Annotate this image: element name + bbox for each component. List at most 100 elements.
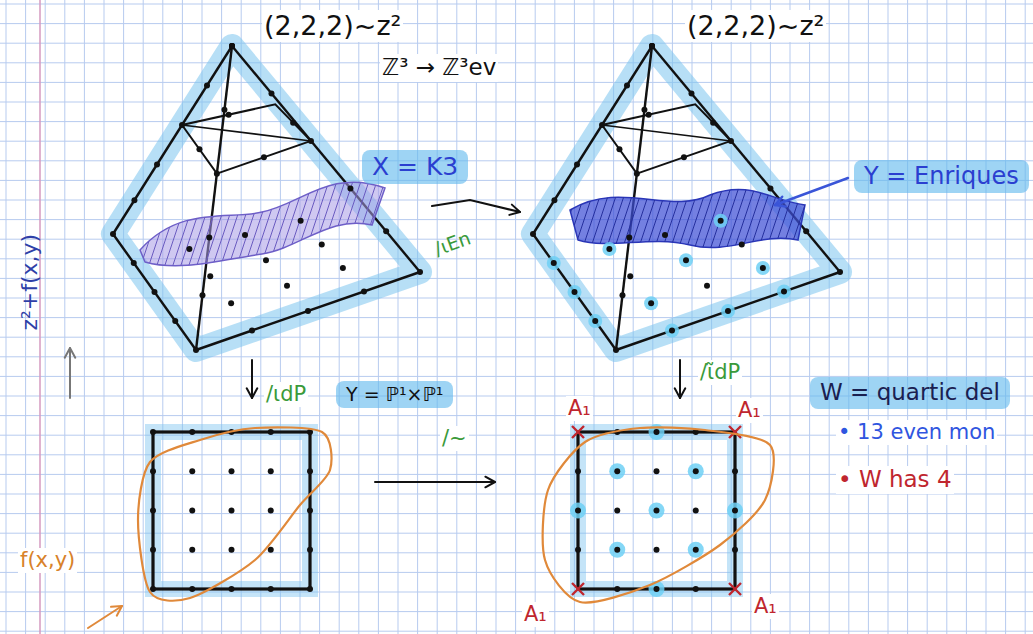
- lattice-point: [574, 161, 580, 167]
- highlight: [153, 432, 310, 589]
- hatch-line: [660, 160, 700, 280]
- grid-line: [515, 0, 516, 634]
- lattice-point: [649, 43, 655, 49]
- lattice-point: [268, 429, 274, 435]
- arrow-line: [251, 360, 253, 398]
- lattice-point: [693, 468, 699, 474]
- curve-f: [138, 427, 331, 600]
- highlighted-point: [665, 324, 679, 338]
- lattice-point: [626, 235, 632, 241]
- square-outline: [578, 432, 735, 589]
- lattice-point: [616, 146, 622, 152]
- lattice-point: [614, 547, 620, 553]
- hatch-line: [256, 160, 296, 280]
- annotation: /ι̃dP: [698, 360, 742, 385]
- lattice-point: [627, 273, 633, 279]
- lattice-point: [606, 246, 612, 252]
- hatch-line: [732, 160, 772, 280]
- highlighted-point: [609, 463, 625, 479]
- lattice-point: [781, 289, 787, 295]
- lattice-point: [229, 586, 235, 592]
- lattice-point: [154, 161, 160, 167]
- lattice-point: [189, 508, 195, 514]
- lattice-point: [172, 318, 178, 324]
- lattice-point: [229, 43, 235, 49]
- hatch-line: [320, 160, 360, 280]
- lattice-point: [186, 246, 192, 252]
- singular-point-cross: [572, 583, 584, 595]
- lattice-points: [110, 43, 423, 353]
- grid-line: [417, 0, 418, 634]
- lattice-point: [693, 547, 699, 553]
- lattice-point: [361, 289, 367, 295]
- annotation: f(x,y): [18, 548, 77, 573]
- arrow-line: [375, 481, 495, 483]
- hatch-line: [240, 160, 280, 280]
- arrow-head: [509, 205, 520, 215]
- grid-line: [0, 23, 1033, 24]
- grid-line: [927, 0, 928, 634]
- hatch-line: [620, 160, 660, 280]
- grid-line: [0, 141, 1033, 142]
- hatch-line: [288, 160, 328, 280]
- arrow-line: [679, 360, 681, 398]
- lattice-point: [150, 508, 156, 514]
- lattice-point: [614, 586, 620, 592]
- lattice-point: [551, 197, 557, 203]
- grid-line: [0, 611, 1033, 612]
- grid-line: [986, 0, 987, 634]
- hatch-line: [192, 160, 232, 280]
- grid-line: [1025, 0, 1026, 634]
- annotation: /ιEn: [429, 226, 475, 261]
- grid-line: [0, 415, 1033, 416]
- lattice-point: [767, 185, 773, 191]
- lattice-point: [340, 265, 346, 271]
- grid-line: [123, 0, 124, 634]
- highlighted-point: [609, 542, 625, 558]
- lattice-point: [688, 90, 694, 96]
- highlighted-point: [602, 242, 616, 256]
- lattice-point: [284, 283, 290, 289]
- grid-line: [143, 0, 144, 634]
- grid-line: [0, 43, 1033, 44]
- lattice-point: [268, 468, 274, 474]
- lattice-point: [307, 547, 313, 553]
- lattice-point: [803, 228, 809, 234]
- grid-line: [241, 0, 242, 634]
- section-line: [602, 125, 731, 141]
- highlighted-point: [727, 503, 743, 519]
- hatch-line: [588, 160, 628, 280]
- lattice-point: [305, 308, 311, 314]
- hatch-line: [764, 160, 804, 280]
- grid-line: [0, 121, 1033, 122]
- lattice-point: [728, 138, 734, 144]
- hatch-line: [128, 160, 168, 280]
- lattice-point: [704, 283, 710, 289]
- annotation: • W has 4: [836, 466, 954, 494]
- grid-line: [84, 0, 85, 634]
- hatch-line: [120, 160, 160, 280]
- hatch-line: [304, 160, 344, 280]
- lattice-point: [710, 120, 716, 126]
- lattice-point: [669, 328, 675, 334]
- highlighted-label: X = K3: [362, 150, 468, 184]
- lattice-point: [732, 468, 738, 474]
- arrow-head: [675, 388, 686, 398]
- section-plane: [182, 104, 311, 173]
- grid-line: [221, 0, 222, 634]
- lattice-point: [654, 468, 660, 474]
- pyramid-edge: [196, 46, 232, 350]
- lattice-point: [760, 265, 766, 271]
- grid-line: [104, 0, 105, 634]
- lattice-point: [268, 508, 274, 514]
- hatch-line: [208, 160, 248, 280]
- lattice-point: [614, 468, 620, 474]
- highlighted-point: [547, 256, 561, 270]
- lattice-point: [152, 289, 158, 295]
- arrow-line: [775, 178, 848, 205]
- grid-line: [0, 4, 1033, 5]
